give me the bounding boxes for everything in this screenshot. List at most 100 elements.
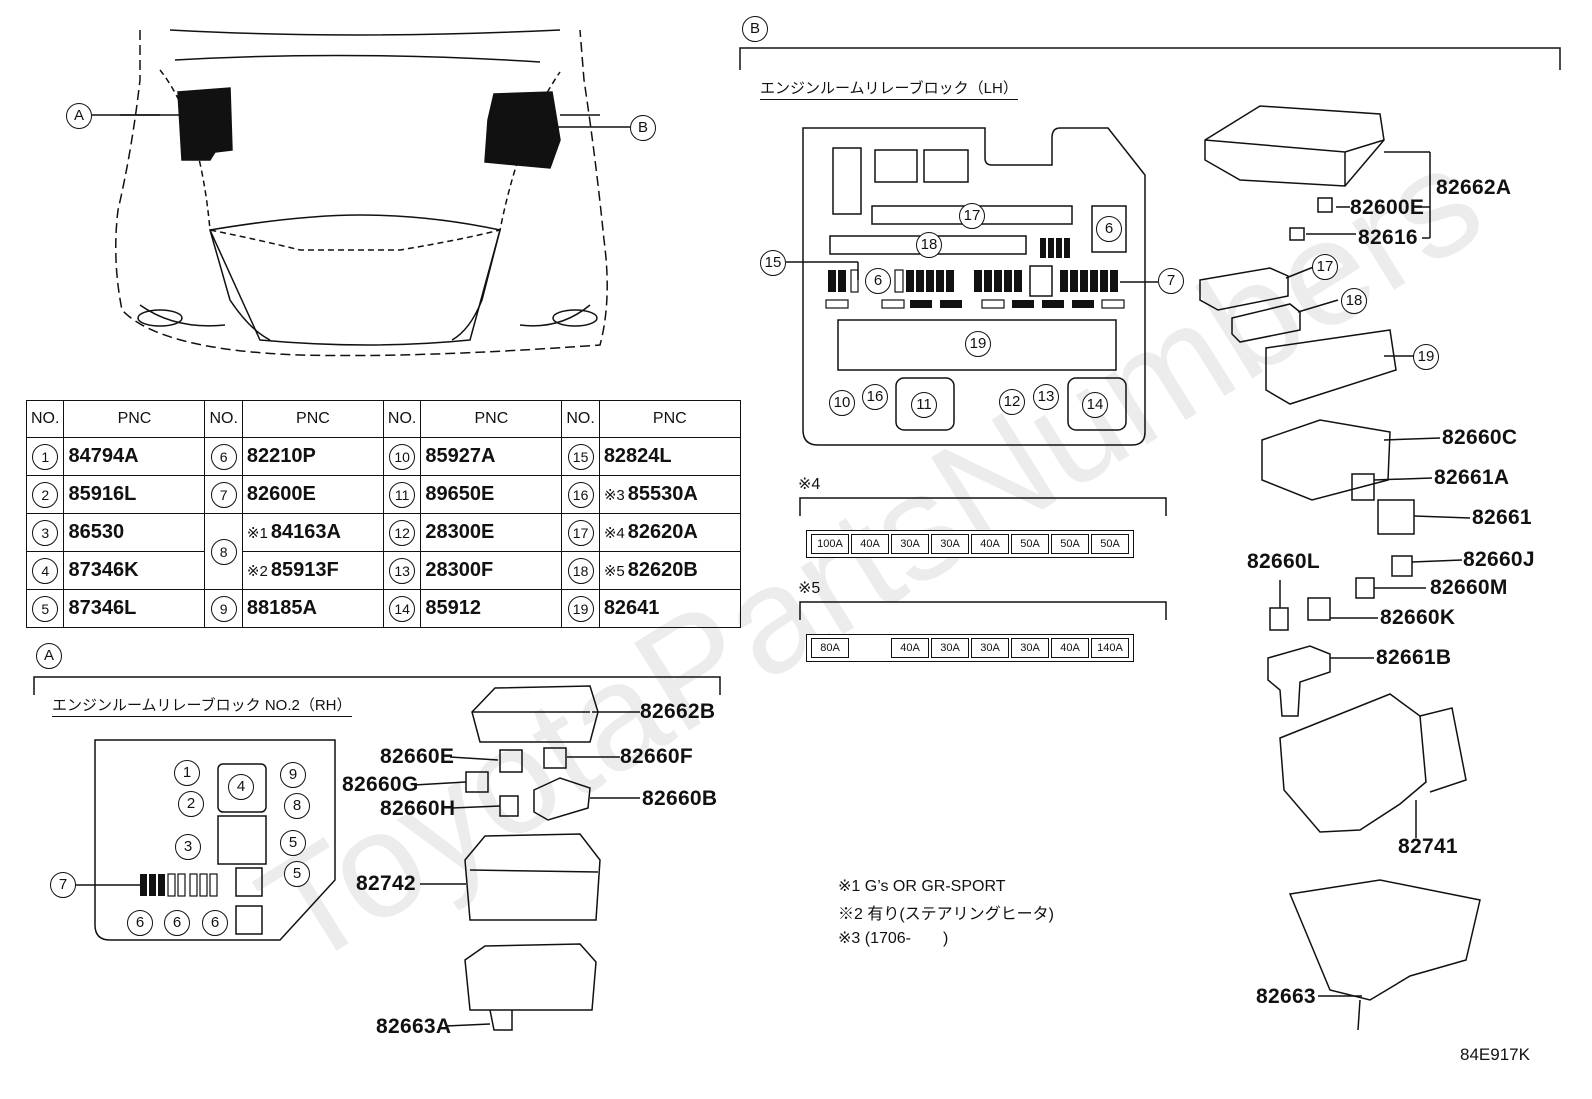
lh-pos-15: 15 [760, 250, 786, 276]
table-header-row: NO. PNC NO. PNC NO. PNC NO. PNC [25, 400, 741, 438]
fuse-rating: 50A [1011, 534, 1049, 554]
fuse-rating: 50A [1091, 534, 1129, 554]
pnc-table: NO. PNC NO. PNC NO. PNC NO. PNC 1 84794A… [25, 400, 741, 628]
rh-pos-4: 4 [228, 774, 254, 800]
callout-a: A [66, 103, 92, 129]
fuse-rating: 100A [811, 534, 849, 554]
header-no: NO. [561, 400, 600, 438]
fuse-rating: 30A [1011, 638, 1049, 658]
lh-pos-11: 11 [911, 392, 937, 418]
part-label-82660m: 82660M [1430, 576, 1508, 599]
fuse-rating: 140A [1091, 638, 1129, 658]
table-row: 5 87346L 9 88185A 14 85912 19 82641 [25, 589, 741, 628]
ref-number: 5 [32, 595, 59, 622]
ref-number: 19 [567, 595, 594, 622]
fuse-rating: 80A [811, 638, 849, 658]
part-label-82660f: 82660F [620, 745, 694, 768]
pnc-value: 84163A [270, 521, 341, 543]
ref-number: 13 [389, 557, 416, 584]
lh-pos-18: 18 [916, 232, 942, 258]
ref-number: 2 [32, 481, 59, 508]
section-a-title: エンジンルームリレーブロック NO.2（RH） [52, 694, 352, 717]
part-label-82660b: 82660B [642, 787, 718, 810]
fuse-rating: 30A [971, 638, 1009, 658]
lh-pos-6a: 6 [1096, 216, 1122, 242]
fuse-rating: 50A [1051, 534, 1089, 554]
pnc-value: 82641 [598, 589, 741, 628]
fuse-set-4: 100A 40A 30A 30A 40A 50A 50A 50A [806, 530, 1134, 558]
part-label-82660l: 82660L [1247, 550, 1321, 573]
rh-pos-6a: 6 [127, 910, 153, 936]
rh-pos-8: 8 [284, 793, 310, 819]
pnc-value: 82600E [241, 475, 384, 514]
part-label-82661a: 82661A [1434, 466, 1510, 489]
lh-block-outline [802, 127, 1146, 446]
pnc-value: 85913F [270, 559, 339, 581]
fuse-strips [140, 238, 1118, 896]
ref-number: 15 [567, 443, 594, 470]
relay-block-a-location [177, 87, 233, 161]
rh-exploded-parts [464, 685, 601, 1031]
diagram-reference: 84E917K [1460, 1045, 1530, 1064]
header-pnc: PNC [420, 400, 563, 438]
pnc-value: 88185A [241, 589, 384, 628]
ref-number: 12 [389, 519, 416, 546]
pnc-value: 86530 [63, 513, 206, 552]
ref-number: 10 [389, 443, 416, 470]
ref-number: 18 [567, 557, 594, 584]
part-label-82663: 82663 [1256, 985, 1316, 1008]
part-label-82661b: 82661B [1376, 646, 1452, 669]
fuse-rating: 30A [931, 534, 969, 554]
part-label-82662a: 82662A [1436, 176, 1512, 199]
rh-pos-2: 2 [178, 791, 204, 817]
part-label-82660g: 82660G [342, 773, 419, 796]
pnc-value: 82824L [598, 437, 741, 476]
lh-pos-17: 17 [959, 203, 985, 229]
lh-pos-13: 13 [1033, 384, 1059, 410]
part-label-82600e: 82600E [1350, 196, 1425, 219]
rh-pos-5a: 5 [280, 830, 306, 856]
part-label-82660k: 82660K [1380, 606, 1456, 629]
section-b-callout: B [742, 16, 768, 42]
part-label-82662b: 82662B [640, 700, 716, 723]
rh-pos-3: 3 [175, 834, 201, 860]
part-label-82660j: 82660J [1463, 548, 1535, 571]
lh-pos-19: 19 [965, 331, 991, 357]
note-mark: ※5 [603, 563, 625, 580]
fuse-rating: 30A [931, 638, 969, 658]
note-mark: ※1 [246, 525, 268, 542]
pnc-value: 82210P [241, 437, 384, 476]
note-mark: ※3 [603, 487, 625, 504]
header-no: NO. [204, 400, 243, 438]
lh-pos-16: 16 [862, 384, 888, 410]
part-label-82663a: 82663A [376, 1015, 452, 1038]
table-row: 1 84794A 6 82210P 10 85927A 15 82824L [25, 437, 741, 476]
pnc-value: 85916L [63, 475, 206, 514]
rh-pos-1: 1 [174, 760, 200, 786]
fuse-rating: 40A [971, 534, 1009, 554]
ref-number: 11 [389, 481, 416, 508]
rh-pos-7: 7 [50, 872, 76, 898]
note-2: ※2 有り(ステアリングヒータ) [838, 906, 1055, 923]
vehicle-front-outline [115, 29, 608, 357]
lh-exploded-parts [1199, 105, 1481, 1031]
part-label-82660c: 82660C [1442, 426, 1518, 449]
part-callout-18: 18 [1341, 288, 1367, 314]
note-mark: ※4 [603, 525, 625, 542]
pnc-value: 85912 [420, 589, 563, 628]
note-3: ※3 (1706- ) [838, 930, 949, 947]
ref-number: 6 [210, 443, 237, 470]
lh-pos-6b: 6 [865, 268, 891, 294]
header-no: NO. [382, 400, 422, 438]
rh-pos-5b: 5 [284, 861, 310, 887]
ref-number: 17 [567, 519, 594, 546]
fuse-set-4-label: ※4 [798, 476, 821, 493]
header-pnc: PNC [598, 400, 741, 438]
fuse-rating-empty [851, 638, 889, 658]
part-label-82741: 82741 [1398, 835, 1458, 858]
lh-pos-12: 12 [999, 389, 1025, 415]
